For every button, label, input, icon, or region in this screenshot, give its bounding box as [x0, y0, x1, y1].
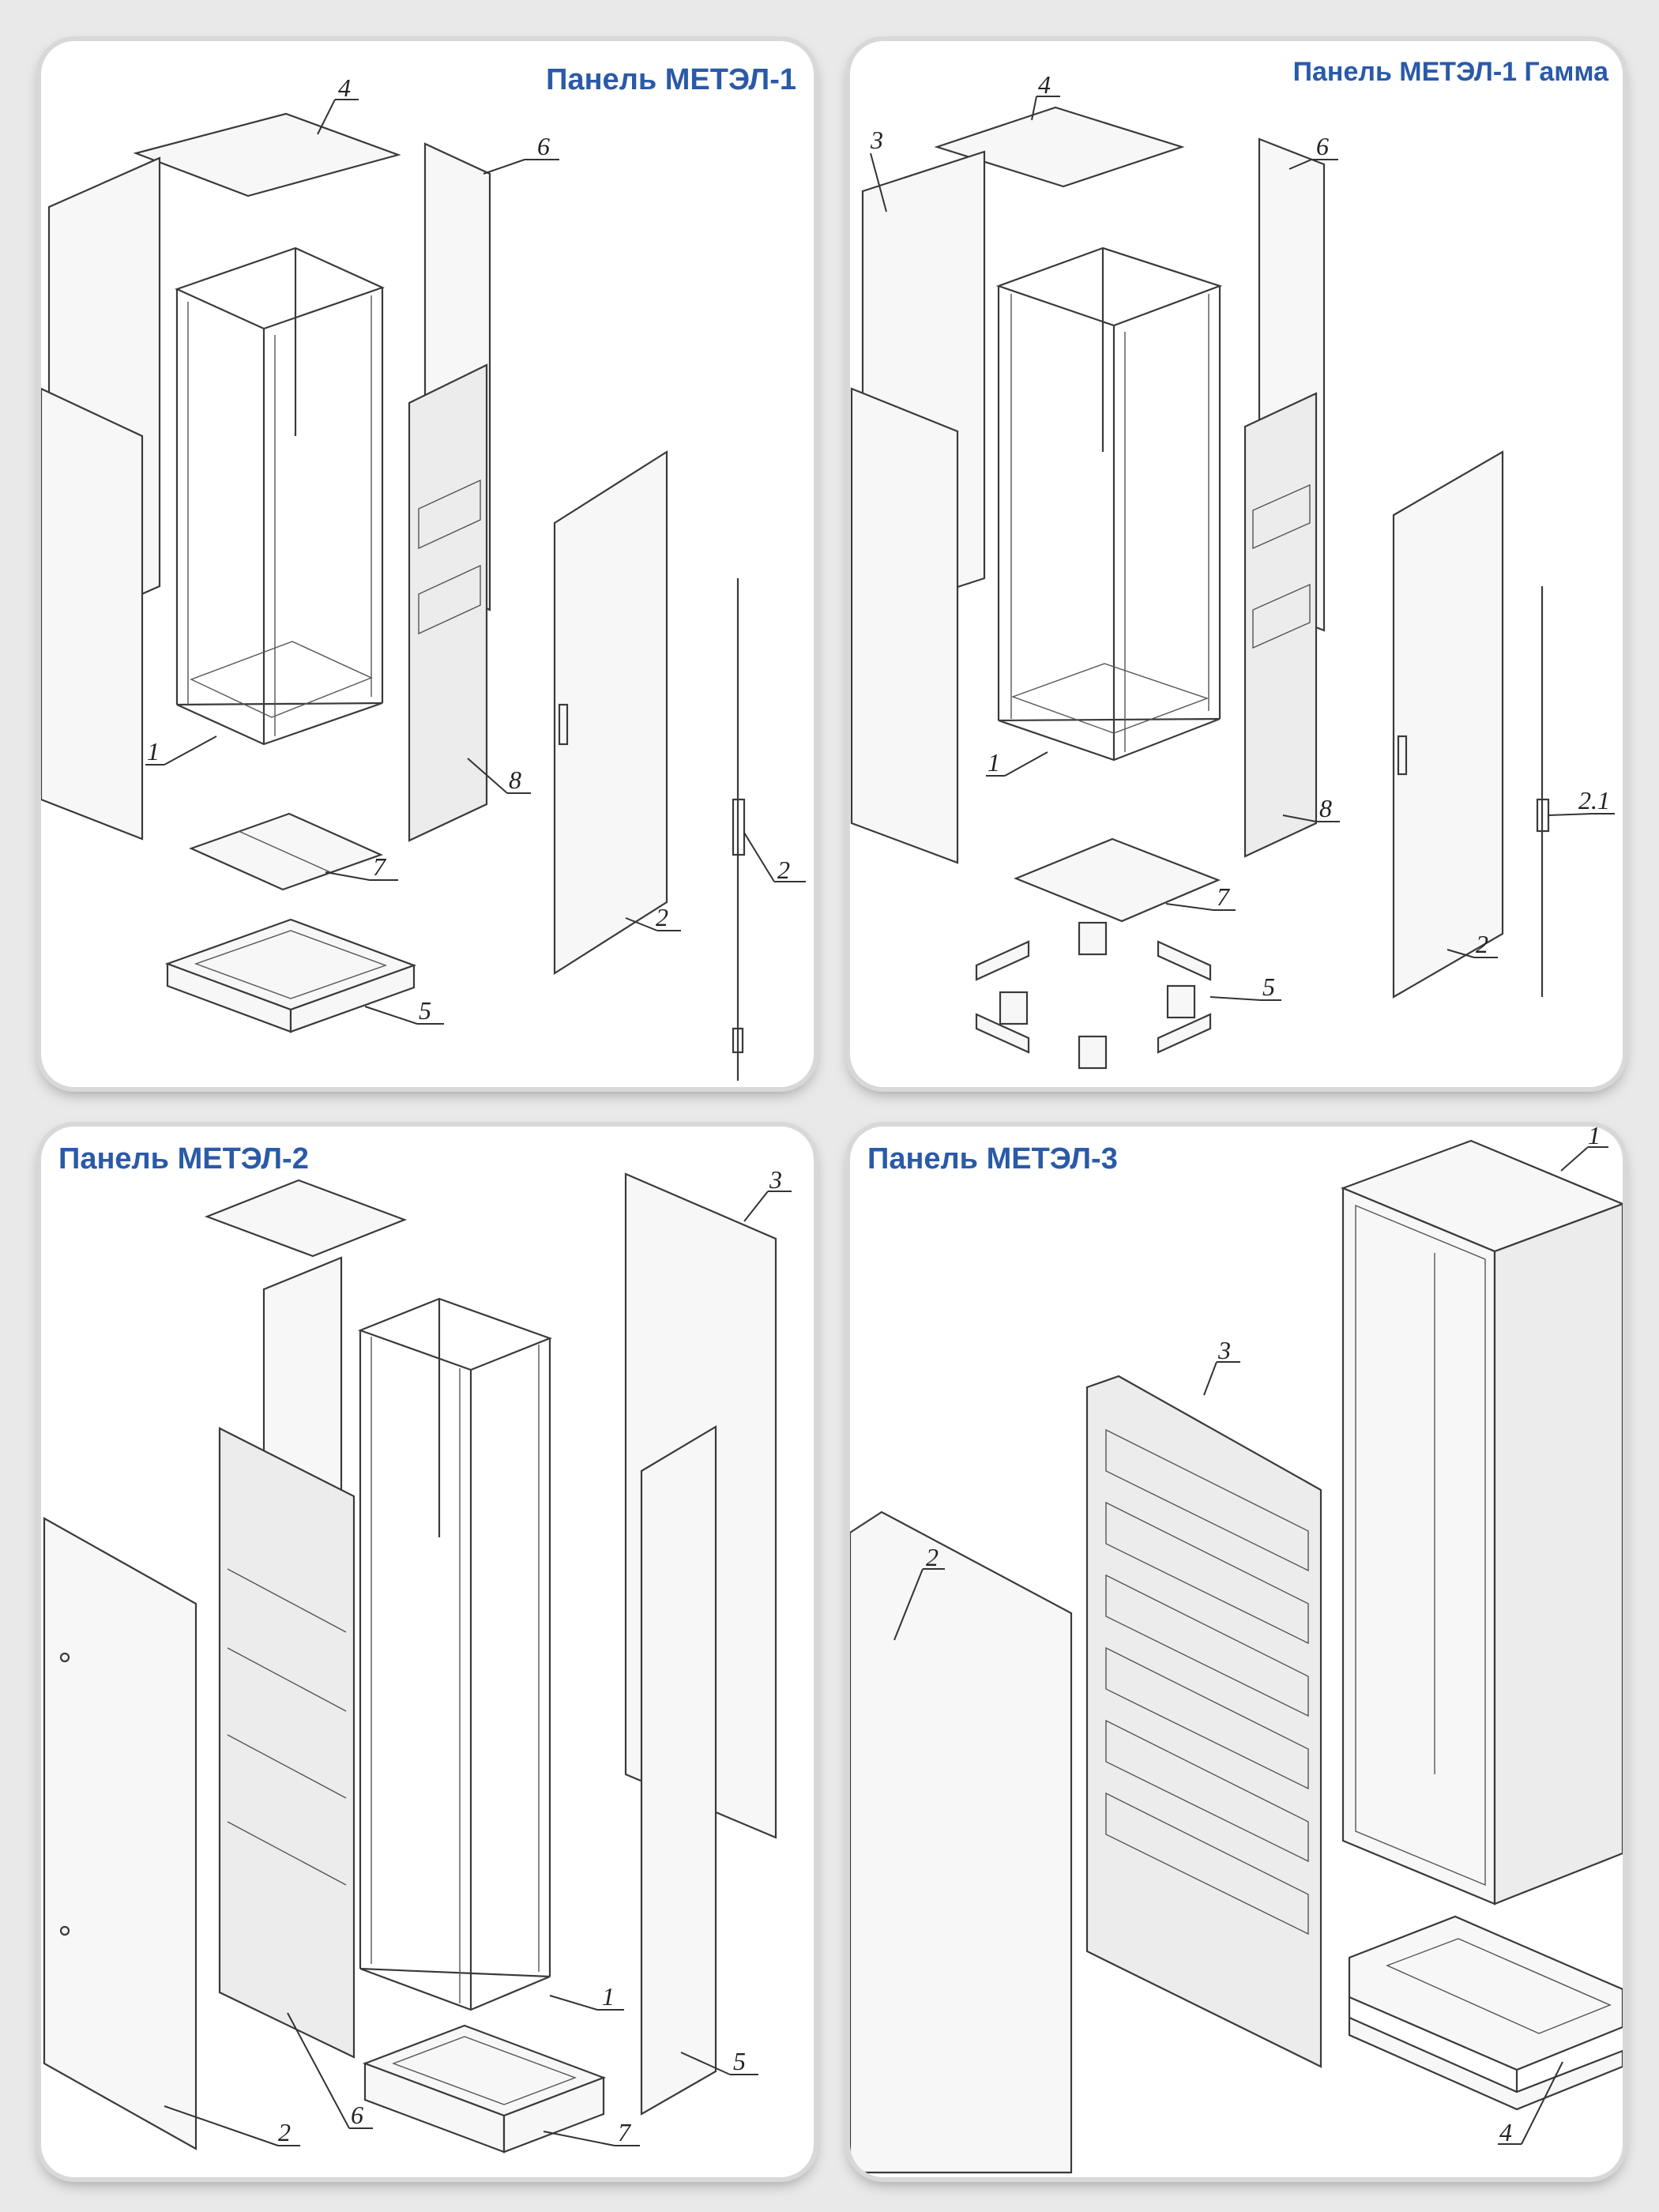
card-title: Панель МЕТЭЛ-1 — [546, 63, 796, 96]
door-leaf — [1392, 450, 1504, 999]
mounting-frame — [218, 1427, 356, 2059]
roof-panel — [934, 106, 1185, 188]
side-panel-left — [850, 387, 959, 864]
callout-label: 3 — [769, 1165, 782, 1194]
callout-label: 1 — [147, 737, 160, 766]
cabinet-frame — [995, 246, 1223, 762]
lock-rod — [732, 578, 746, 1081]
diagram-card-metel-1-gamma: Панель МЕТЭЛ-1 Гамма — [850, 41, 1623, 1087]
side-panel-left — [41, 387, 144, 841]
callout-label: 4 — [338, 73, 351, 102]
callout-label: 2 — [278, 2118, 291, 2146]
callout-label: 3 — [1217, 1336, 1231, 1364]
cabinet-frame — [175, 246, 385, 746]
callout-label: 2.1 — [1578, 786, 1610, 814]
mounting-frame — [1085, 1375, 1322, 2068]
gland-plate — [1014, 837, 1221, 923]
door-leaf — [553, 450, 668, 975]
door-leaf — [850, 1510, 1073, 2174]
mounting-frame — [1243, 392, 1318, 858]
plinth-kit — [975, 921, 1212, 1070]
gland-plate — [189, 812, 383, 891]
door-handle — [1397, 735, 1408, 776]
diagram-card-metel-1: Панель МЕТЭЛ-1 — [41, 41, 814, 1087]
callout-label: 3 — [870, 126, 883, 154]
front-door — [553, 450, 668, 975]
side-panel-front — [640, 1425, 717, 2116]
plinth — [1348, 1915, 1623, 2111]
callout-label: 6 — [351, 2101, 363, 2129]
callout-label: 4 — [1038, 70, 1051, 99]
plinth — [164, 918, 417, 1033]
front-door — [1392, 450, 1504, 999]
callout-label: 2 — [1476, 930, 1488, 958]
diagram-card-metel-3: Панель МЕТЭЛ-3 — [850, 1127, 1623, 2177]
plinth — [362, 2024, 607, 2154]
lock-rod — [1536, 586, 1550, 997]
callout-label: 6 — [1316, 132, 1329, 160]
door-handle — [558, 703, 569, 746]
cabinet-body — [1340, 1139, 1623, 1905]
callout-label: 2 — [926, 1543, 939, 1571]
callout-label: 1 — [602, 1982, 615, 2011]
cabinet-frame — [357, 1297, 553, 2011]
callout-label: 7 — [373, 852, 387, 881]
diagram-card-metel-2: Панель МЕТЭЛ-2 — [41, 1127, 814, 2177]
exploded-cabinet-drawing: 3 1 5 6 2 7 — [43, 1165, 792, 2154]
callout-label: 1 — [1588, 1127, 1601, 1149]
callout-label: 2 — [656, 903, 668, 931]
roof-panel — [204, 1179, 408, 1258]
exploded-cabinet-drawing: 1 3 2 4 — [850, 1127, 1623, 2174]
door-leaf — [43, 1517, 198, 2150]
callout-label: 2 — [777, 856, 790, 884]
callout-label: 7 — [1217, 882, 1231, 911]
callout-label: 8 — [509, 766, 521, 794]
card-title: Панель МЕТЭЛ-3 — [867, 1142, 1118, 1176]
mounting-frame — [408, 363, 488, 842]
exploded-cabinet-drawing: 4 6 1 8 7 2 2 5 — [41, 73, 806, 1081]
front-door — [43, 1517, 198, 2150]
card-title: Панель МЕТЭЛ-1 Гамма — [1292, 57, 1608, 87]
exploded-cabinet-drawing: 4 3 6 1 8 7 2.1 2 5 — [850, 70, 1615, 1070]
callout-label: 8 — [1319, 794, 1332, 822]
callout-label: 5 — [733, 2047, 746, 2075]
front-door — [850, 1510, 1073, 2174]
card-title: Панель МЕТЭЛ-2 — [58, 1142, 309, 1176]
callout-label: 1 — [988, 748, 1000, 777]
callout-label: 7 — [618, 2118, 632, 2146]
callout-label: 6 — [537, 132, 550, 160]
callout-label: 5 — [419, 996, 431, 1025]
roof-panel — [133, 112, 401, 198]
callout-label: 4 — [1499, 2118, 1512, 2146]
callout-label: 5 — [1262, 972, 1275, 1001]
